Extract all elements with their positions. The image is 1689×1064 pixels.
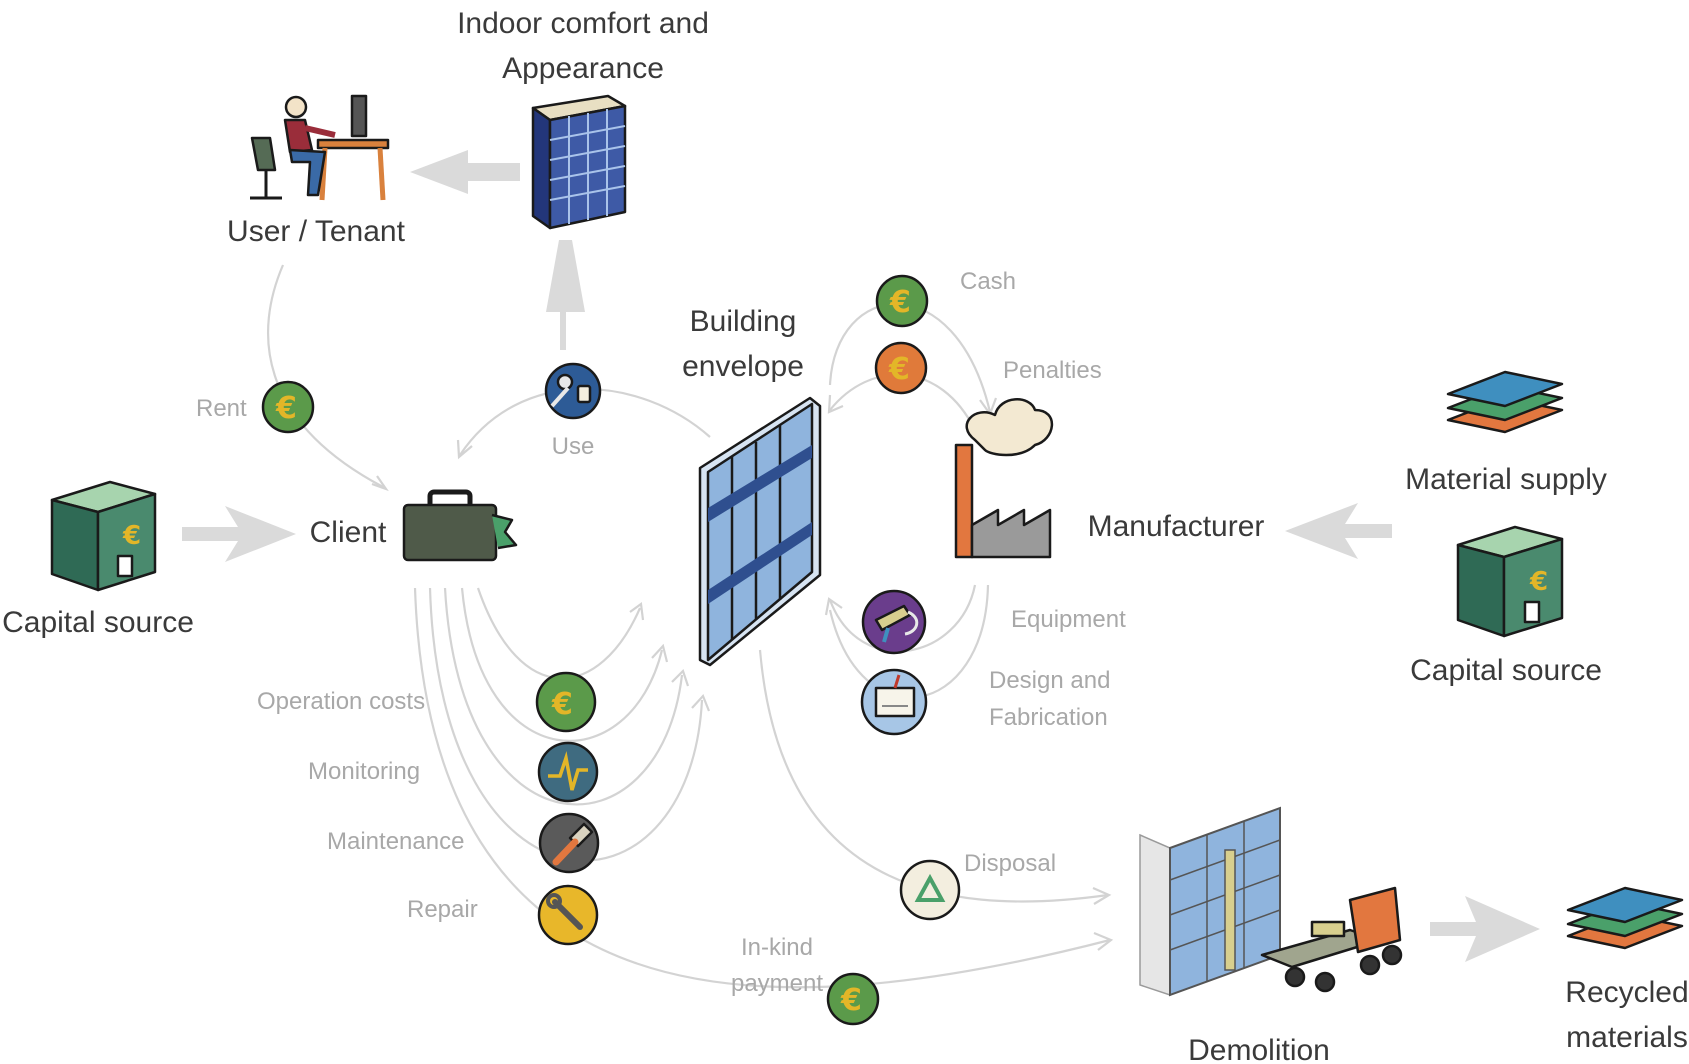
capital-source-right-euro: €	[1529, 567, 1548, 597]
arrow-demolition-to-recycled	[1430, 896, 1540, 962]
arrow-envelope-to-comfort	[546, 240, 585, 350]
operation-costs-coin-icon: €	[535, 671, 597, 733]
node-labels: Indoor comfort and Appearance User / Ten…	[2, 7, 1689, 1064]
capital-source-left-label: Capital source	[2, 606, 194, 639]
material-supply-layers-icon	[1446, 370, 1564, 434]
flow-labels: Rent Use Cash Penalties Equipment Design…	[196, 268, 1126, 997]
maintenance-flow-arrowhead	[671, 668, 690, 687]
rent-coin-symbol: €	[275, 391, 297, 426]
arrow-capital-to-client	[182, 506, 296, 562]
rent-flow-line	[267, 264, 386, 489]
material-supply-label: Material supply	[1405, 463, 1607, 496]
maintenance-flow-line	[443, 587, 684, 806]
design-fabrication-label-line1: Design and	[989, 667, 1110, 694]
user-tenant-label: User / Tenant	[227, 215, 406, 248]
capital-source-left-euro: €	[122, 521, 141, 551]
in-kind-payment-coin-icon: €	[826, 972, 880, 1026]
in-kind-payment-label-line1: In-kind	[741, 934, 813, 961]
use-label: Use	[552, 433, 595, 460]
arrow-comfort-to-user	[410, 150, 520, 194]
maintenance-label: Maintenance	[327, 828, 464, 855]
rent-label: Rent	[196, 395, 247, 422]
capital-source-right-label: Capital source	[1410, 654, 1602, 687]
client-label: Client	[310, 516, 387, 549]
recycled-materials-label-line2: materials	[1566, 1021, 1688, 1054]
design-fabrication-label-line2: Fabrication	[989, 704, 1108, 731]
operation-costs-label: Operation costs	[257, 688, 425, 715]
indoor-comfort-building-icon	[531, 94, 627, 230]
manufacturer-label: Manufacturer	[1088, 510, 1265, 543]
recycled-materials-layers-icon	[1566, 886, 1684, 950]
capital-source-right-icon: €	[1456, 525, 1564, 638]
recycled-materials-label-line1: Recycled	[1565, 976, 1688, 1009]
operation-costs-flow-line	[476, 587, 642, 680]
disposal-recycle-icon	[899, 859, 961, 921]
user-tenant-icon	[250, 94, 390, 201]
monitoring-flow-line	[460, 587, 664, 742]
in-kind-payment-label-line2: payment	[731, 970, 823, 997]
operation-costs-arrowhead	[629, 602, 645, 621]
cash-coin-symbol: €	[889, 285, 911, 320]
demolition-label: Demolition	[1188, 1034, 1330, 1064]
repair-flow-arrowhead	[691, 693, 711, 712]
monitoring-label: Monitoring	[308, 758, 420, 785]
penalties-coin-symbol: €	[888, 352, 910, 387]
capital-source-left-icon: €	[50, 480, 157, 592]
client-briefcase-icon	[402, 489, 518, 562]
manufacturer-factory-icon	[954, 398, 1054, 559]
badges: € € €	[261, 274, 961, 1026]
penalties-flow-arrowhead	[827, 394, 844, 414]
in-kind-payment-arrowhead	[1093, 931, 1114, 951]
indoor-comfort-label-line2: Appearance	[502, 52, 664, 85]
rent-flow-arrowhead	[371, 475, 389, 492]
cash-label: Cash	[960, 268, 1016, 295]
building-envelope-label-line2: envelope	[682, 350, 804, 383]
equipment-badge-icon	[861, 589, 927, 655]
use-flow-arrowhead	[456, 439, 473, 460]
equipment-label: Equipment	[1011, 606, 1126, 633]
penalties-label: Penalties	[1003, 357, 1102, 384]
repair-label: Repair	[407, 896, 478, 923]
in-kind-payment-flow-line	[413, 587, 1111, 989]
use-keys-icon	[544, 362, 602, 420]
operation-costs-coin-symbol: €	[551, 687, 573, 722]
building-envelope-label-line1: Building	[690, 305, 797, 338]
demolition-icon	[1139, 806, 1403, 997]
building-envelope-panel-icon	[698, 396, 822, 667]
cash-coin-icon: €	[875, 274, 929, 328]
disposal-flow-arrowhead	[1092, 886, 1112, 905]
big-arrows	[182, 150, 1540, 962]
penalties-coin-icon: €	[874, 341, 928, 395]
rent-coin-icon: €	[261, 380, 315, 434]
disposal-flow-line	[758, 649, 1109, 903]
maintenance-brush-icon	[538, 812, 600, 874]
monitoring-flow-arrowhead	[651, 643, 669, 663]
indoor-comfort-label-line1: Indoor comfort and	[457, 7, 709, 40]
design-fabrication-badge-icon	[860, 668, 928, 736]
monitoring-badge-icon	[537, 741, 599, 803]
arrow-supply-to-manufacturer	[1285, 503, 1392, 559]
equipment-flow-arrowhead	[824, 597, 843, 616]
in-kind-payment-coin-symbol: €	[840, 983, 862, 1018]
disposal-label: Disposal	[964, 850, 1056, 877]
repair-wrench-icon	[537, 884, 599, 946]
